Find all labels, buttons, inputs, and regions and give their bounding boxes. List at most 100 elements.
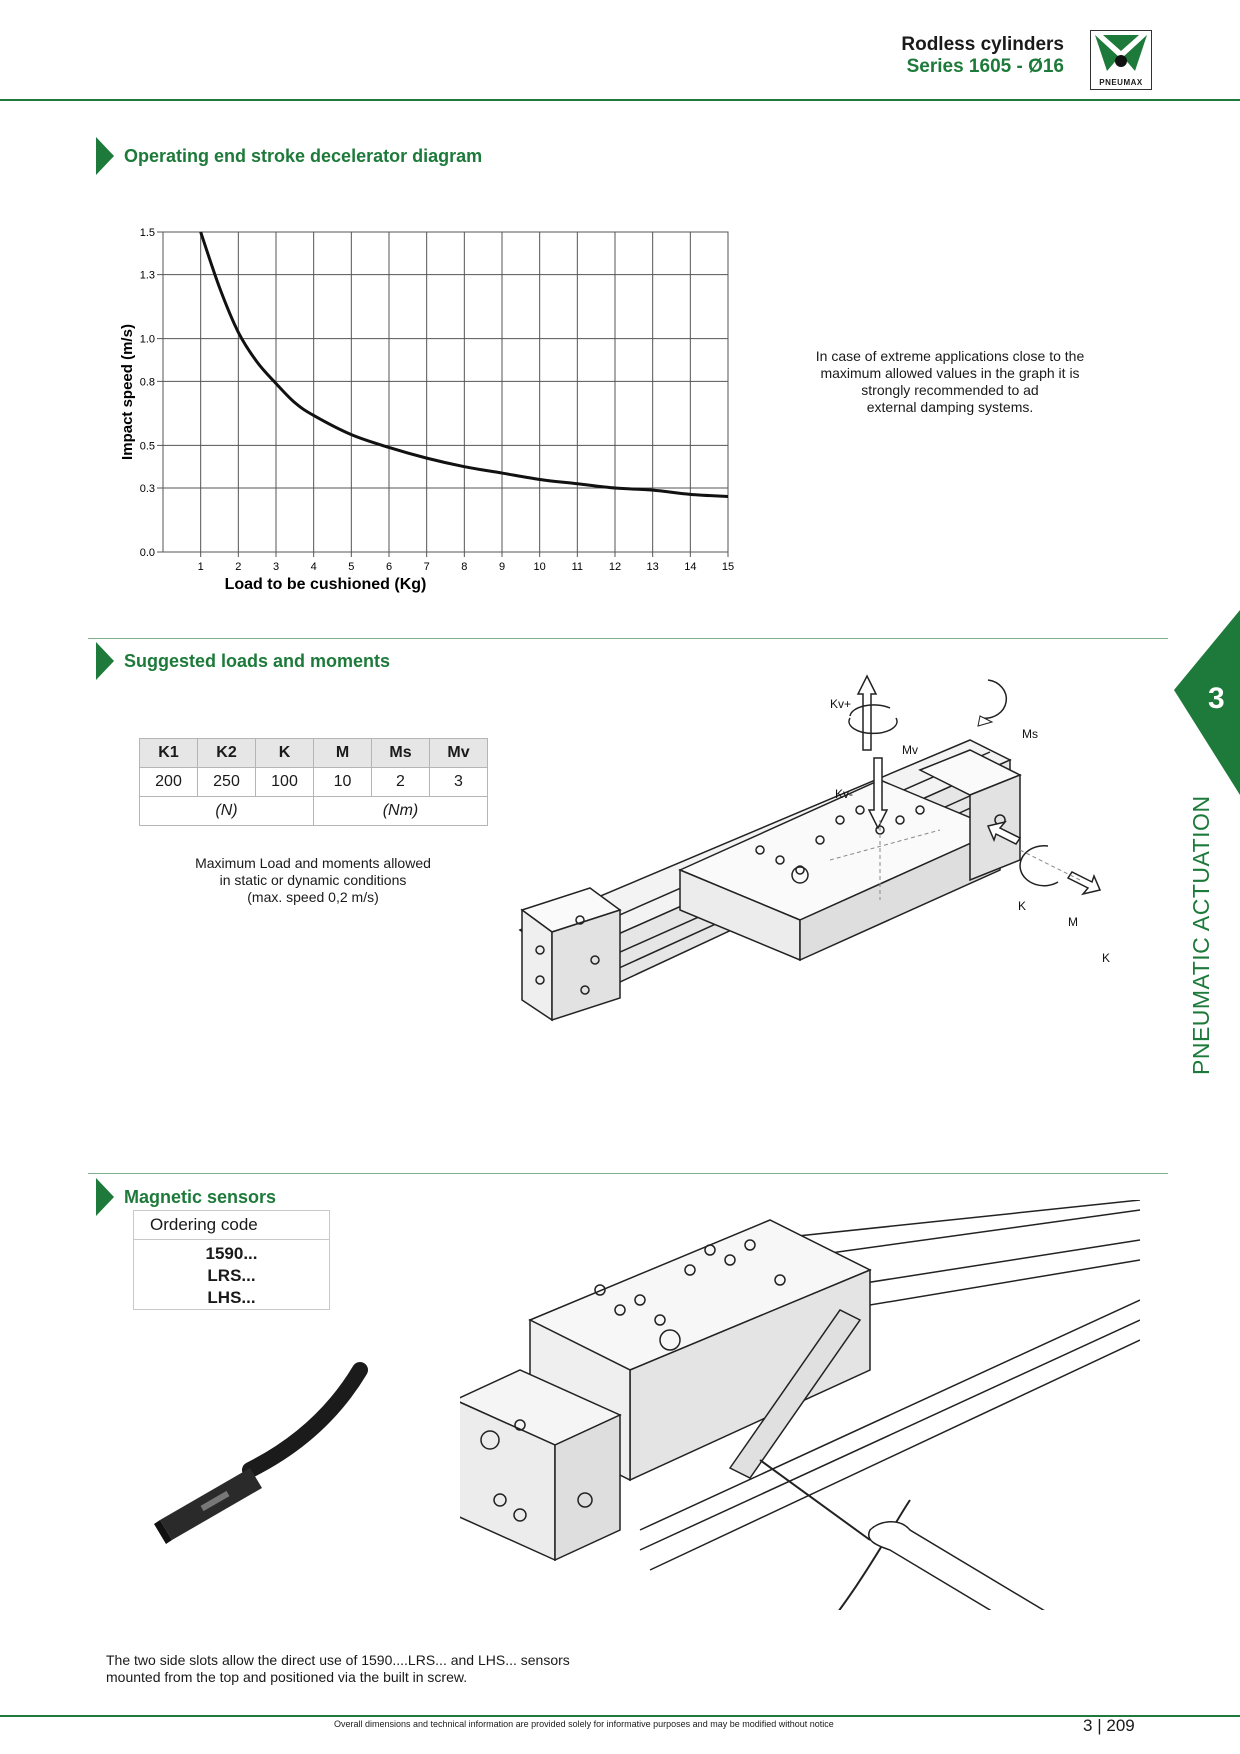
chart-grid [157,231,729,557]
chart-y-tick-label: 1.3 [140,270,155,282]
value-m: 10 [313,767,372,797]
section-arrow-icon [96,137,114,175]
section-divider [88,638,1168,639]
value-ms: 2 [371,767,430,797]
chapter-tab: 3 [1174,610,1240,795]
loads-table-header-row: K1 K2 K M Ms Mv [139,738,488,768]
logo-text: PNEUMAX [1099,78,1143,87]
chapter-tab-number: 3 [1208,682,1225,715]
unit-moment: (Nm) [313,796,488,826]
header-title-line2: Series 1605 - Ø16 [906,56,1064,77]
chart-x-tick-label: 5 [348,561,354,573]
label-m: M [1068,915,1078,929]
cylinder-loads-illustration: Kv+ Mv Kv- Ms K M K [518,674,1110,1022]
diagram-note-line: strongly recommended to ad [861,382,1039,398]
chart-y-tick-label: 0.8 [140,376,155,388]
chart-x-tick-label: 15 [722,561,734,573]
chart-x-tick-label: 9 [499,561,505,573]
chart-y-tick-label: 1.0 [140,334,155,346]
chart-x-axis-label: Load to be cushioned (Kg) [225,576,427,593]
sensors-note-line: The two side slots allow the direct use … [106,1652,570,1668]
chart-y-tick-label: 0.0 [140,547,155,559]
page-value: 209 [1106,1716,1135,1735]
diagram-note-line: external damping systems. [866,399,1034,415]
page-number: 3 | 209 [1083,1716,1135,1736]
chart-y-axis-label: Impact speed (m/s) [119,324,136,460]
footer-rule [0,1715,1240,1717]
chart-series-line [199,231,729,499]
col-k: K [255,738,314,768]
magnetic-sensor-image [154,1362,368,1544]
page-separator: | [1097,1716,1102,1735]
chapter-tab-label: PNEUMATIC ACTUATION [1188,795,1214,1075]
pneumax-logo: PNEUMAX [1090,30,1152,90]
logo-mark-icon [1095,35,1147,71]
section-divider [88,1173,1168,1174]
loads-note: Maximum Load and moments allowed in stat… [163,855,463,906]
chart-x-tick-label: 14 [684,561,696,573]
chart-x-tick-label: 12 [609,561,621,573]
col-k2: K2 [197,738,256,768]
chart-x-tick-label: 11 [572,561,583,573]
page-header-title: Rodless cylinders Series 1605 - Ø16 [901,34,1064,78]
value-mv: 3 [429,767,488,797]
section-arrow-icon [96,1178,114,1216]
chart-y-tick-label: 0.3 [140,483,155,495]
diagram-note: In case of extreme applications close to… [790,348,1110,416]
section-arrow-icon [96,642,114,680]
diagram-note-line: In case of extreme applications close to… [815,348,1085,364]
ordering-code: LRS... [207,1266,256,1285]
loads-note-line: (max. speed 0,2 m/s) [247,889,379,905]
chart-x-tick-label: 7 [424,561,430,573]
diagram-note-line: maximum allowed values in the graph it i… [820,365,1080,381]
label-k-bottom: K [1102,951,1110,965]
chart-x-tick-label: 1 [198,561,204,573]
section-sensors-heading: Magnetic sensors [96,1178,277,1216]
section-loads-title: Suggested loads and moments [124,650,391,671]
ordering-code: 1590... [205,1244,258,1263]
unit-force: (N) [139,796,314,826]
section-loads-heading: Suggested loads and moments [96,642,391,680]
value-k: 100 [255,767,314,797]
chart-y-tick-label: 1.5 [140,227,155,239]
ordering-code-box: Ordering code 1590... LRS... LHS... [133,1210,330,1310]
chart-x-tick-label: 8 [461,561,467,573]
loads-table-units-row: (N) (Nm) [139,796,488,826]
chart-y-tick-label: 0.5 [140,440,155,452]
label-kv-minus: Kv- [835,787,853,801]
ordering-code-header: Ordering code [134,1211,329,1240]
col-mv: Mv [429,738,488,768]
col-k1: K1 [139,738,198,768]
loads-note-line: Maximum Load and moments allowed [195,855,431,871]
header-rule [0,99,1240,101]
loads-note-line: in static or dynamic conditions [219,872,407,888]
value-k2: 250 [197,767,256,797]
chapter-number: 3 [1083,1716,1093,1735]
col-ms: Ms [371,738,430,768]
col-m: M [313,738,372,768]
label-mv: Mv [902,743,918,757]
label-kv-plus: Kv+ [830,697,851,711]
value-k1: 200 [139,767,198,797]
chart-x-tick-label: 4 [311,561,317,573]
chart-x-tick-label: 3 [273,561,279,573]
label-k-top: K [1018,899,1026,913]
section-diagram-title: Operating end stroke decelerator diagram [124,145,483,166]
sensor-mounting-illustration [460,1200,1140,1610]
chart-x-tick-label: 6 [386,561,392,573]
section-sensors-title: Magnetic sensors [124,1186,277,1207]
chart-x-tick-label: 2 [235,561,241,573]
header-title-line1: Rodless cylinders [901,34,1064,55]
loads-table-values-row: 200 250 100 10 2 3 [139,767,488,797]
loads-table: K1 K2 K M Ms Mv 200 250 100 10 2 3 (N) (… [139,738,488,826]
chart-frame [162,231,729,553]
chart-x-tick-label: 13 [647,561,659,573]
chart-y-ticks: 0.0 0.3 0.5 0.8 1.0 1.3 1.5 [140,227,155,559]
chart-x-tick-label: 10 [534,561,546,573]
ordering-code-list: 1590... LRS... LHS... [134,1240,329,1309]
label-ms: Ms [1022,727,1038,741]
footer-disclaimer: Overall dimensions and technical informa… [334,1719,834,1729]
ordering-code: LHS... [207,1288,256,1307]
section-diagram-heading: Operating end stroke decelerator diagram [96,137,483,175]
